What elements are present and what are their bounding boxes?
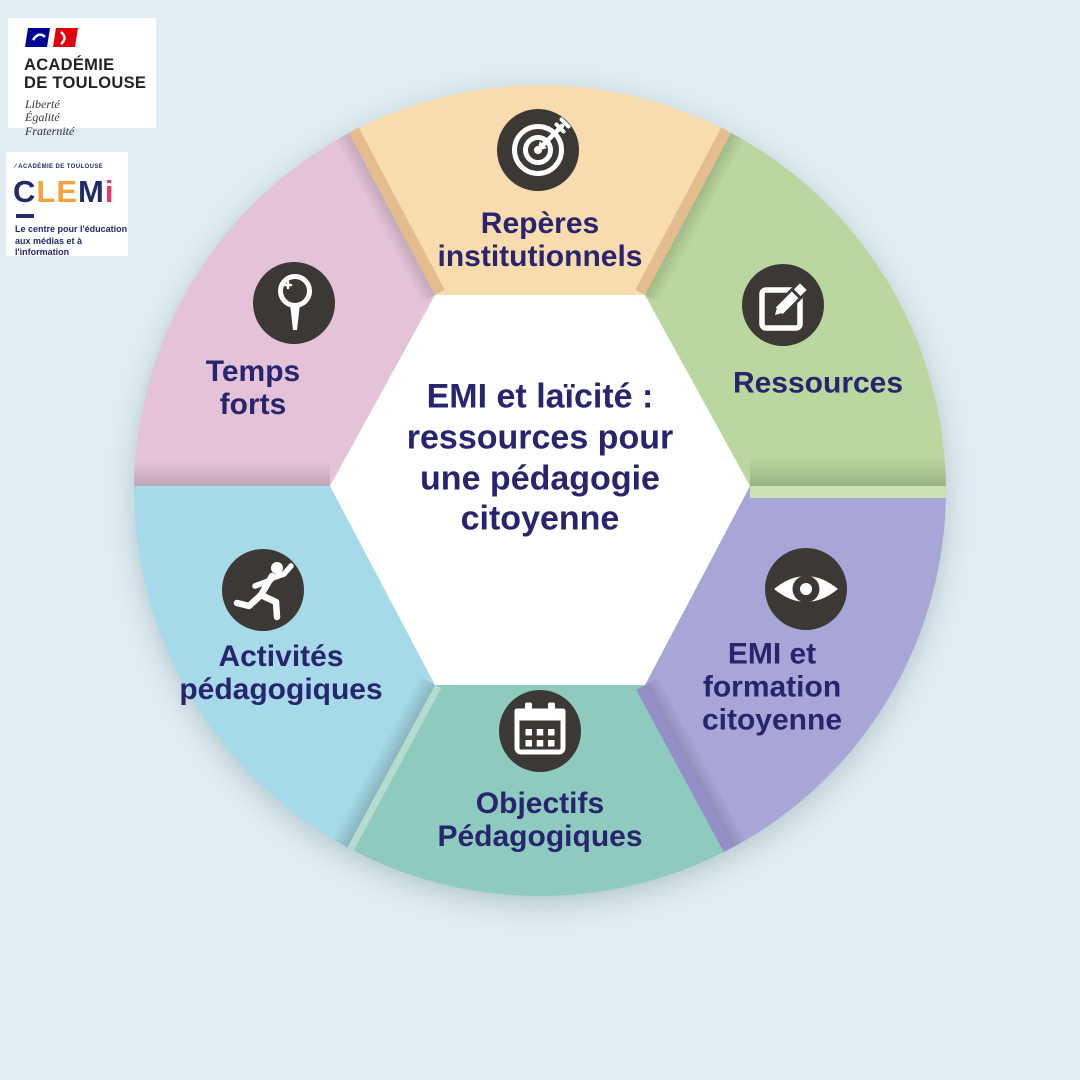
fold-shadow — [750, 458, 946, 486]
academie-motto: Liberté Égalité Fraternité — [25, 97, 75, 138]
target-icon[interactable] — [497, 109, 579, 191]
academie-toulouse-logo: ACADÉMIE DE TOULOUSE Liberté Égalité Fra… — [8, 18, 156, 138]
segment-emi-formation-citoyenne[interactable] — [645, 486, 946, 848]
label-activites-pedagogiques: Activités pédagogiques — [179, 640, 383, 706]
fold-shadow — [645, 677, 748, 848]
label-emi-formation-citoyenne: EMI et formation citoyenne — [701, 637, 843, 737]
clemi-overline: ⁄ ACADÉMIE DE TOULOUSE — [15, 164, 104, 170]
fold-shadow — [331, 676, 435, 848]
label-reperes-institutionnels: Repères institutionnels — [437, 207, 643, 273]
clemi-wordmark: CLEMi — [13, 174, 115, 209]
segment-objectifs-pedagogiques[interactable] — [347, 685, 733, 897]
french-flag-icon — [25, 28, 78, 47]
clemi-underline-dash — [16, 214, 34, 218]
fold-shadow — [645, 133, 746, 303]
center-hexagon — [330, 295, 750, 685]
fold-strip — [635, 127, 731, 295]
fold-shadow — [334, 133, 435, 303]
fold-strip — [349, 127, 445, 295]
clemi-tagline: Le centre pour l'éducation aux médias et… — [15, 224, 128, 258]
segment-activites-pedagogiques[interactable] — [134, 486, 435, 848]
label-objectifs-pedagogiques: Objectifs Pédagogiques — [437, 787, 643, 853]
fold-strip — [347, 685, 442, 852]
fold-shadow — [134, 460, 330, 486]
label-temps-forts: Temps forts — [205, 355, 301, 421]
label-ressources: Ressources — [732, 366, 904, 400]
eye-icon[interactable] — [765, 548, 847, 630]
academie-name: ACADÉMIE DE TOULOUSE — [24, 56, 147, 93]
wheel-center-title: EMI et laïcité : ressources pour une péd… — [406, 377, 674, 538]
calendar-icon[interactable] — [499, 690, 581, 772]
pencil-square-icon[interactable] — [742, 264, 824, 346]
magnifier-icon[interactable] — [253, 262, 335, 344]
runner-icon[interactable] — [222, 549, 304, 631]
clemi-logo: ⁄ ACADÉMIE DE TOULOUSE CLEMi Le centre p… — [6, 152, 128, 258]
fold-strip — [636, 685, 733, 853]
fold-strip — [750, 486, 946, 498]
